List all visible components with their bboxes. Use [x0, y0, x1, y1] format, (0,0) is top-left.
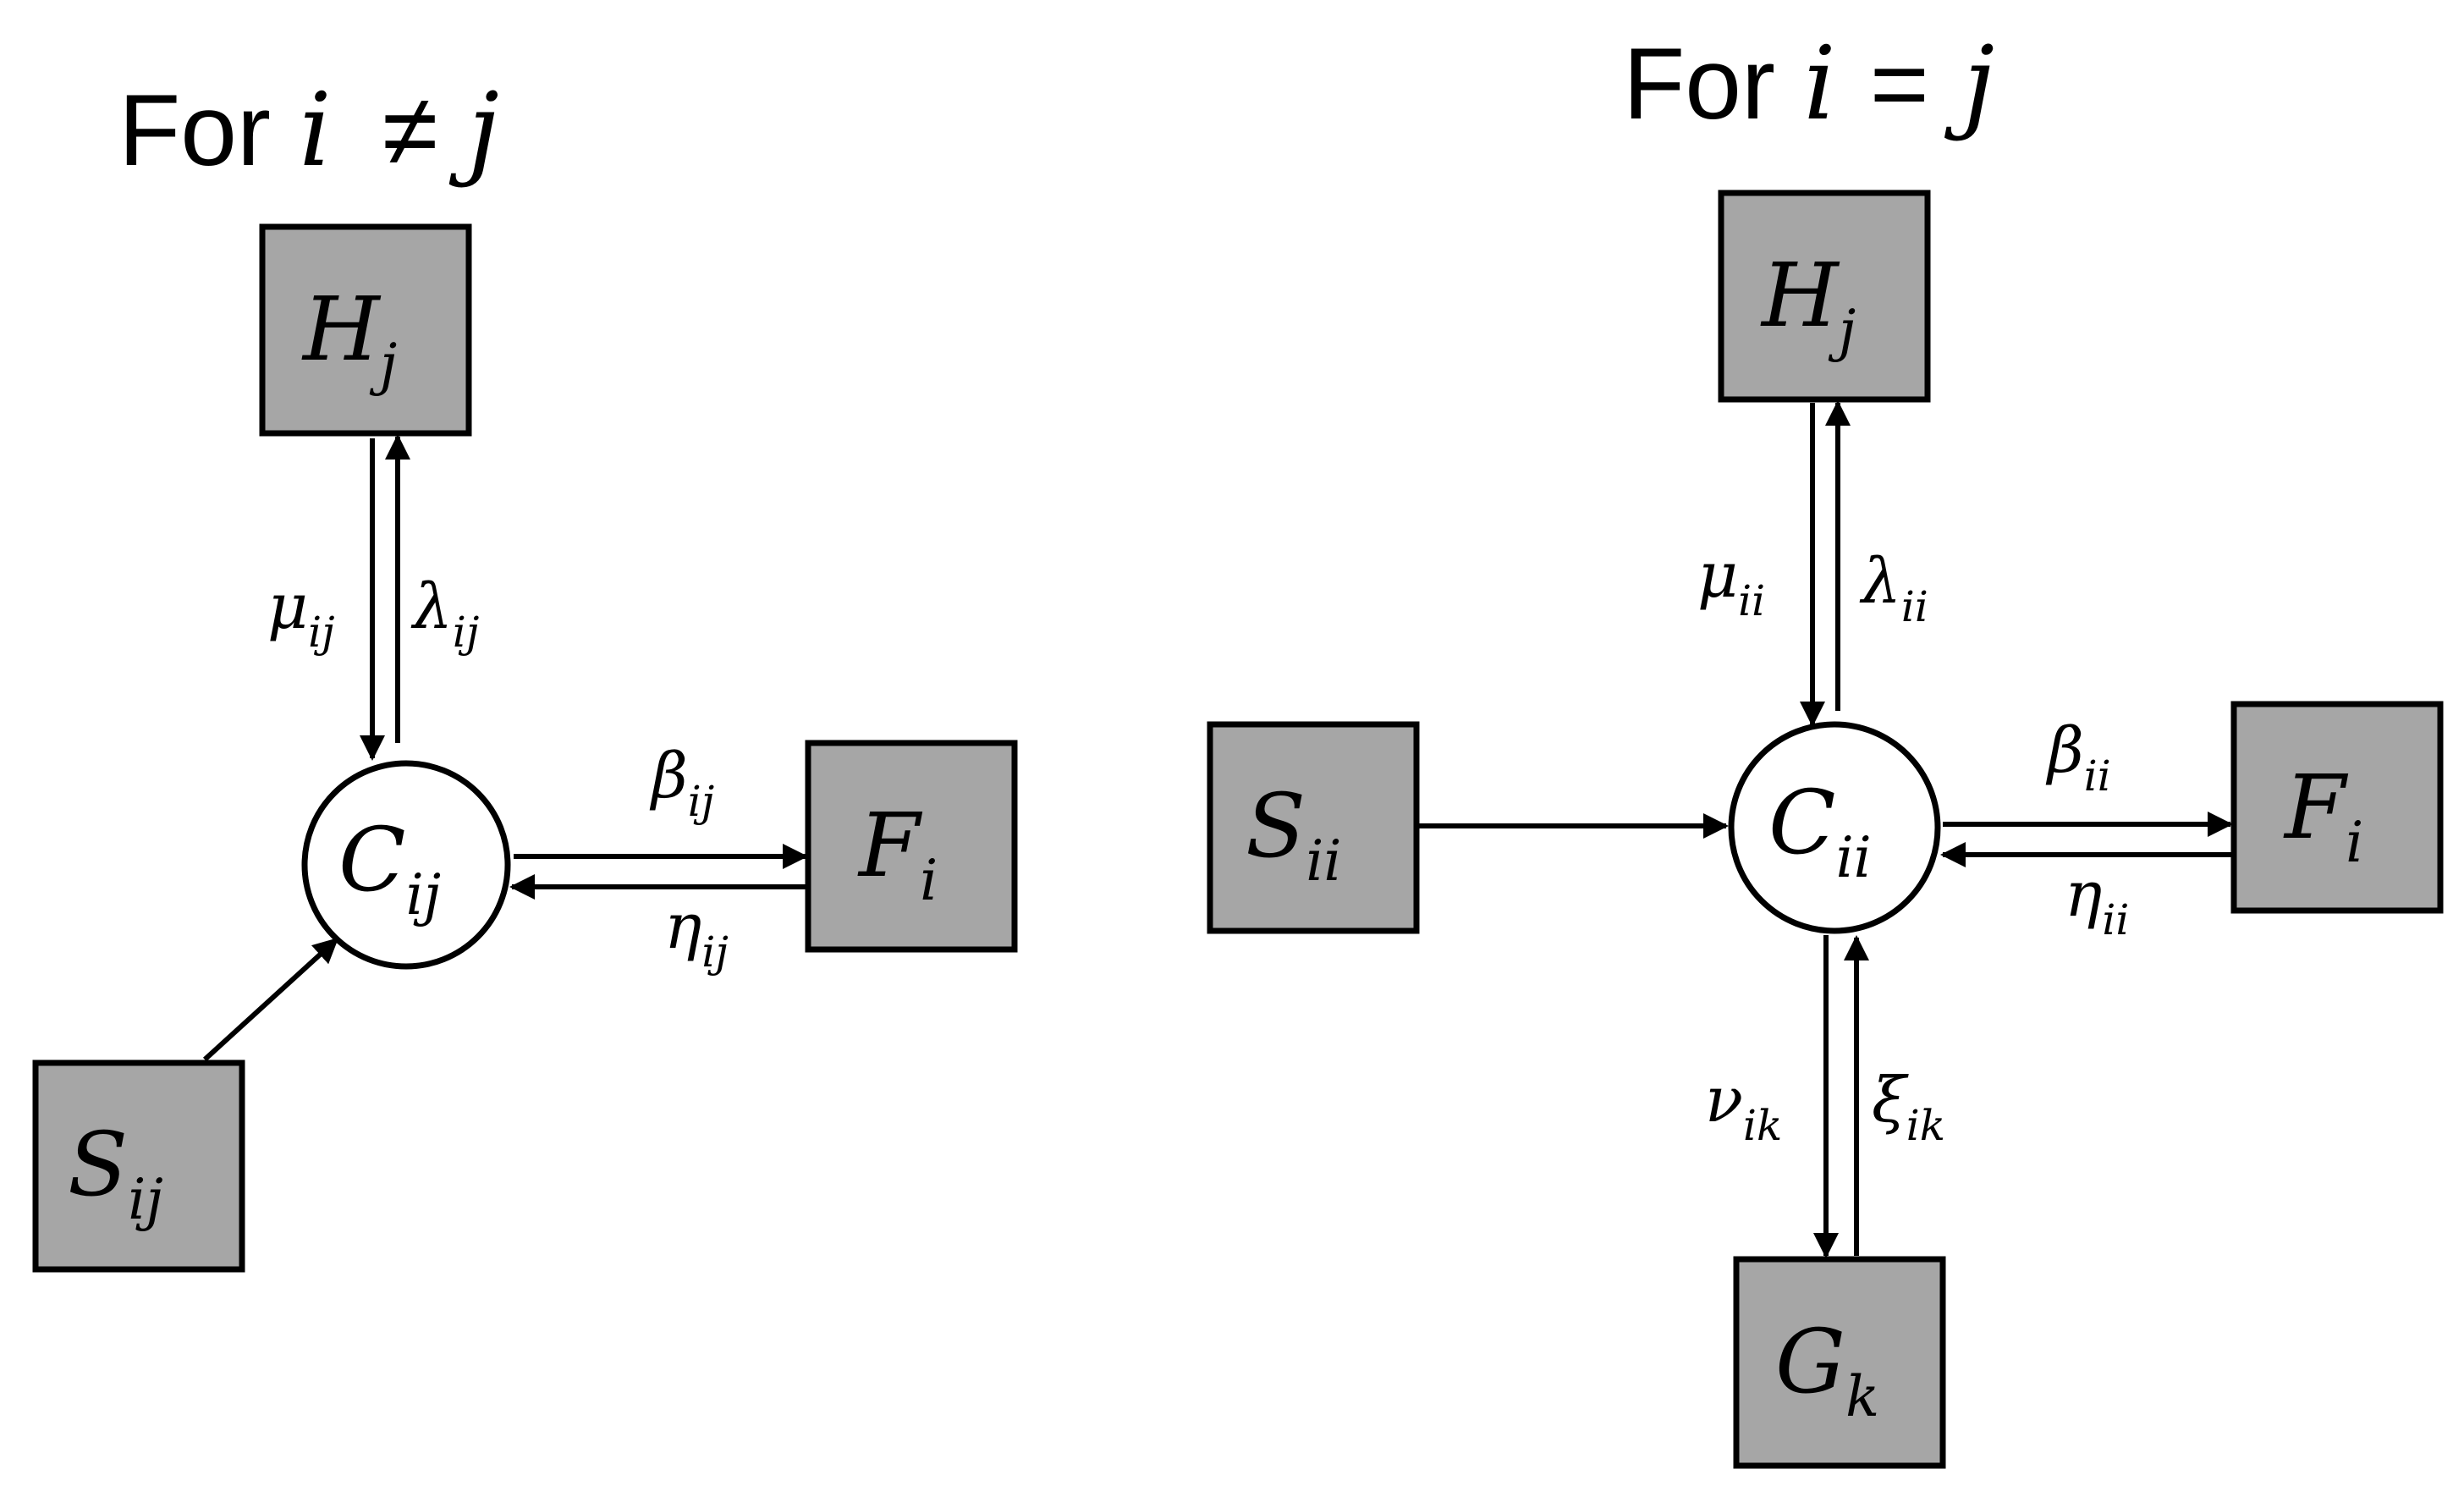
- left-label-mu: μij: [267, 570, 335, 657]
- left-node-f-label: Fi: [857, 794, 938, 913]
- right-panel: For i=j Hj Cii Sii Fi: [1207, 25, 2444, 1469]
- right-node-c: Cii: [1728, 721, 1941, 934]
- left-node-s-label: Sij: [68, 1113, 163, 1232]
- left-node-c: Cij: [301, 760, 511, 970]
- right-label-beta: βii: [2045, 714, 2111, 801]
- right-label-xi: ξik: [1872, 1064, 1945, 1150]
- left-label-lambda: λij: [410, 570, 479, 657]
- left-node-c-label: Cij: [338, 808, 441, 927]
- left-node-h-label: Hj: [301, 278, 397, 397]
- right-label-lambda: λii: [1859, 545, 1928, 631]
- left-title: For i≠j: [118, 72, 499, 190]
- right-label-mu: μii: [1697, 539, 1765, 625]
- left-node-f-box: [805, 740, 1018, 953]
- right-node-g: Gk: [1733, 1256, 1946, 1469]
- right-node-f: Fi: [2230, 701, 2444, 914]
- right-node-c-circle: [1728, 721, 1941, 934]
- left-arrow-s-to-c: [202, 937, 339, 1062]
- left-label-beta: βij: [649, 740, 714, 826]
- right-node-h-box: [1718, 190, 1931, 403]
- left-label-eta: ηij: [664, 890, 729, 977]
- left-node-c-circle: [301, 760, 511, 970]
- right-node-s-label: Sii: [1246, 774, 1341, 894]
- right-node-c-label: Cii: [1768, 771, 1872, 890]
- right-node-g-box: [1733, 1256, 1946, 1469]
- left-node-s: Sij: [32, 1059, 245, 1273]
- right-label-nu: νik: [1705, 1064, 1782, 1150]
- left-node-f: Fi: [805, 740, 1018, 953]
- left-panel: For i≠j Hj Cij Fi Sij μij λij: [32, 72, 1018, 1273]
- right-node-s: Sii: [1207, 721, 1420, 934]
- right-node-g-label: Gk: [1775, 1310, 1879, 1429]
- left-node-s-box: [32, 1059, 245, 1273]
- left-node-h: Hj: [259, 223, 472, 437]
- right-node-f-label: Fi: [2283, 756, 2363, 875]
- right-node-h: Hj: [1718, 190, 1931, 403]
- right-label-eta: ηii: [2065, 858, 2129, 944]
- right-node-s-box: [1207, 721, 1420, 934]
- right-node-f-box: [2230, 701, 2444, 914]
- left-node-h-box: [259, 223, 472, 437]
- right-title: For i=j: [1623, 25, 1994, 143]
